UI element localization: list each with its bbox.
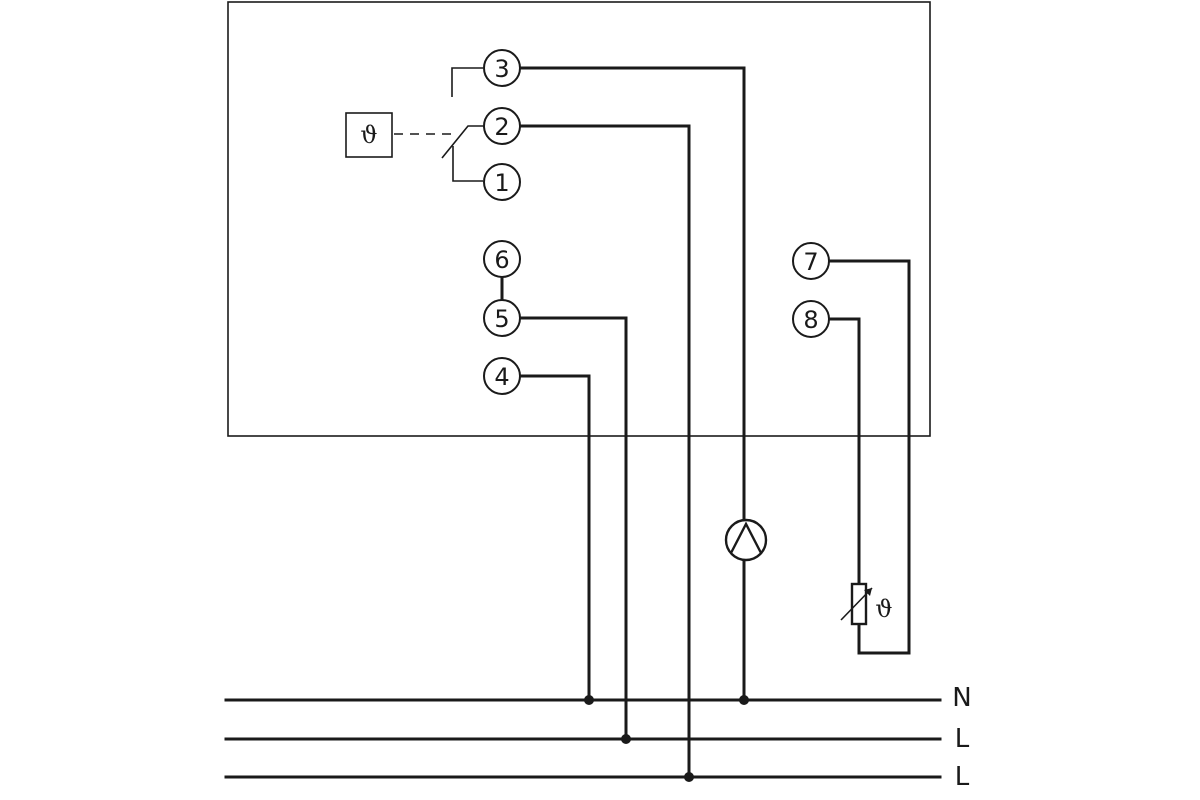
line-label-n: N (952, 683, 971, 713)
controller-housing (227, 1, 931, 437)
terminal-label-3: 3 (494, 55, 509, 83)
junction-4-neutral (584, 695, 594, 705)
terminal-8: 8 (792, 300, 830, 338)
terminal-5: 5 (483, 299, 521, 337)
pump-circle (724, 518, 768, 562)
wire-terminal-3-pump (519, 66, 746, 523)
wire-terminal-2-l2 (519, 124, 691, 779)
contact-movable (441, 125, 483, 159)
terminal-4: 4 (483, 357, 521, 395)
variable-arrow (840, 587, 873, 621)
resistor-body (850, 582, 868, 626)
pump-triangle (729, 521, 763, 554)
terminal-2: 2 (483, 107, 521, 145)
temperature-sensor-box (345, 112, 393, 158)
wire-terminal-4-neutral (519, 374, 591, 702)
circulation-pump (724, 518, 768, 562)
terminal-label-2: 2 (494, 113, 509, 141)
temperature-symbol: ϑ (360, 121, 377, 149)
terminal-label-1: 1 (494, 169, 509, 197)
wire-terminal-5-l1 (519, 316, 628, 741)
resistor-temperature-symbol: ϑ (875, 595, 892, 623)
variable-arrow-head (864, 588, 872, 596)
contact-1-lead (452, 146, 483, 182)
junction-2-l2 (684, 772, 694, 782)
terminal-label-7: 7 (803, 248, 818, 276)
terminal-label-6: 6 (494, 246, 509, 274)
supply-lines: N L L (224, 683, 972, 792)
line-label-l2: L (955, 762, 970, 792)
terminal-label-5: 5 (494, 305, 509, 333)
terminal-7: 7 (792, 242, 830, 280)
wire-terminal-8-sensor (827, 317, 861, 586)
contact-3-lead (451, 67, 483, 97)
temperature-sensor-resistor: ϑ (840, 582, 893, 626)
terminal-6: 6 (483, 240, 521, 278)
terminal-label-8: 8 (803, 306, 818, 334)
terminal-1: 1 (483, 163, 521, 201)
thermostat-switch: ϑ (345, 67, 483, 182)
terminal-3: 3 (483, 49, 521, 87)
junction-pump-neutral (739, 695, 749, 705)
junction-5-l1 (621, 734, 631, 744)
wire-terminal-7-sensor (827, 259, 911, 655)
terminal-label-4: 4 (494, 363, 509, 391)
line-label-l1: L (955, 724, 970, 754)
